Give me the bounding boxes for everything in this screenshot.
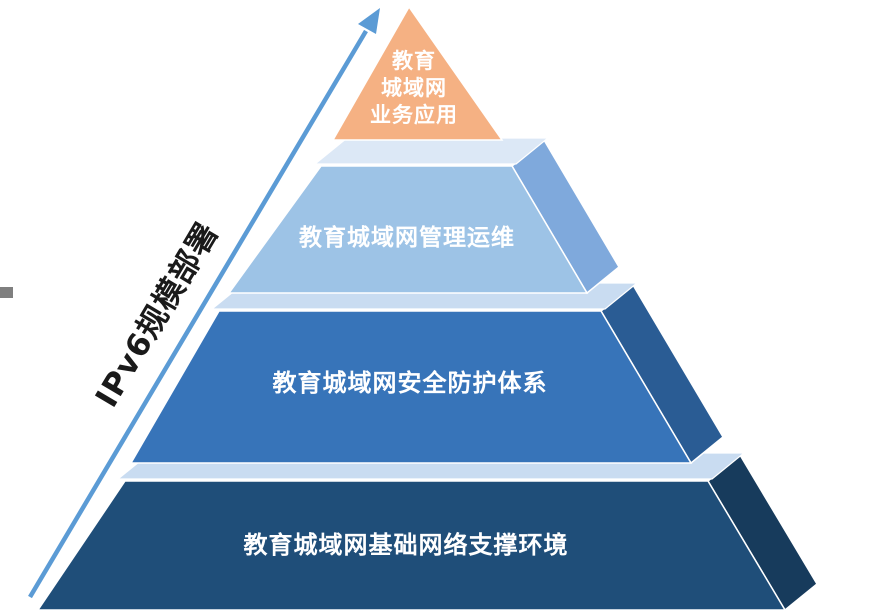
layer-operations-front-face xyxy=(227,165,589,294)
layer-base: 教育城域网基础网络支撑环境 xyxy=(36,452,818,612)
growth-arrow-shaft xyxy=(28,29,368,599)
layer-applications-label-line3: 业务应用 xyxy=(370,103,458,127)
layer-applications-front-face xyxy=(331,5,504,141)
left-edge-marker xyxy=(0,287,13,298)
layer-operations: 教育城域网管理运维 xyxy=(227,137,620,295)
layer-applications-label-line1: 教育 xyxy=(392,49,436,73)
layer-base-front-face xyxy=(36,480,787,611)
layer-operations-top-bevel xyxy=(313,137,550,165)
layer-applications: 教育 城域网 业务应用 xyxy=(331,5,504,141)
layer-security-label: 教育城域网安全防护体系 xyxy=(273,369,548,397)
layer-security: 教育城域网安全防护体系 xyxy=(129,282,724,465)
growth-arrow-head-icon xyxy=(358,8,380,34)
layer-operations-label: 教育城域网管理运维 xyxy=(299,224,515,251)
layer-security-front-face xyxy=(129,310,693,464)
layer-applications-label-line2: 城域网 xyxy=(381,76,447,100)
layer-base-label: 教育城域网基础网络支撑环境 xyxy=(244,531,569,559)
